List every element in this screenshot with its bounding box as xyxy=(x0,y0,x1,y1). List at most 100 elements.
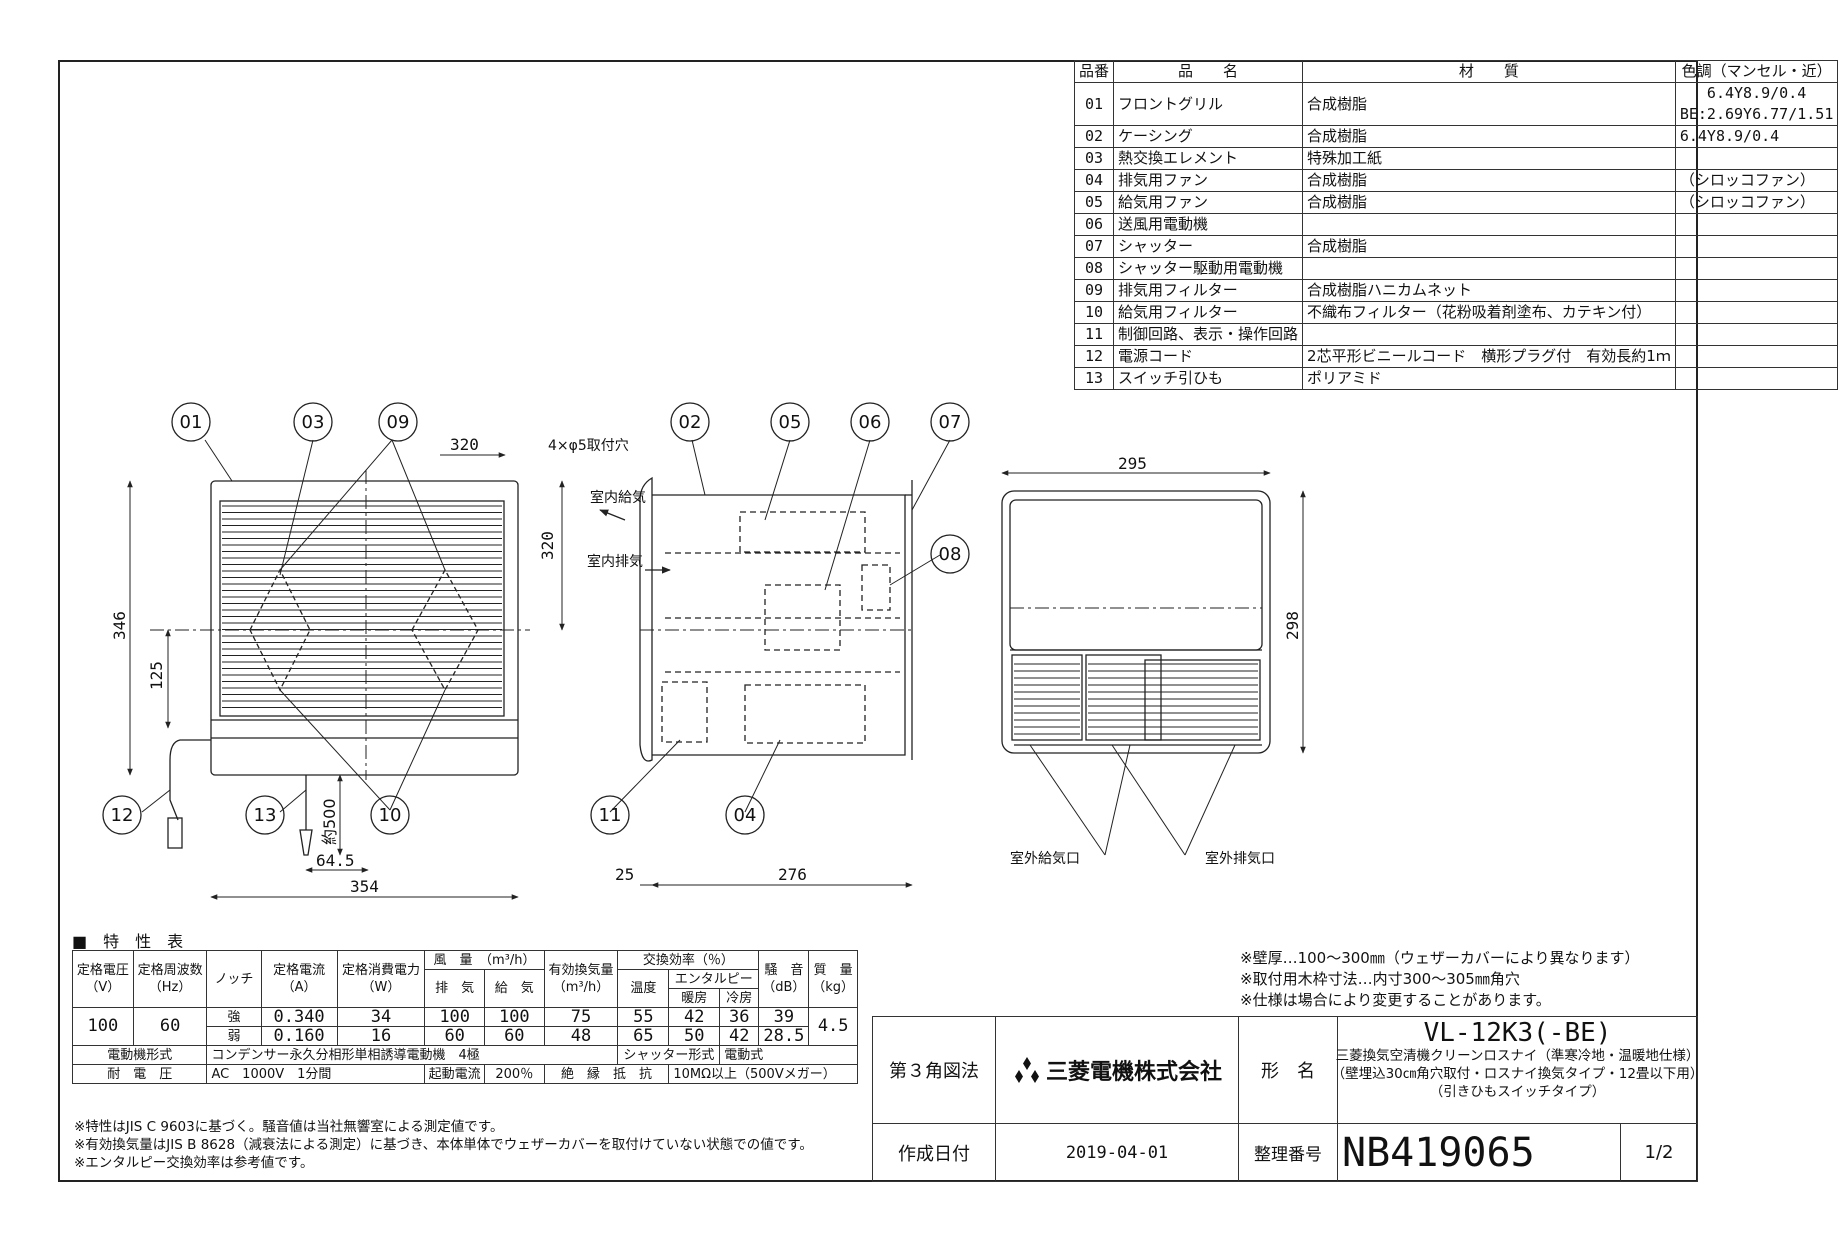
dim-320-side: 320 xyxy=(538,531,557,560)
callout-10-circle xyxy=(370,795,410,835)
dim-125: 125 xyxy=(147,661,166,690)
spec-notch-weak: 弱 xyxy=(206,1026,262,1046)
leader-13 xyxy=(279,789,307,813)
model-cell: VL-12K3(-BE) 三菱換気空清機クリーンロスナイ（準寒冷地・温暖地仕様）… xyxy=(1332,1016,1703,1124)
leader-outdoor-supply xyxy=(1029,744,1106,856)
part-material: 合成樹脂 xyxy=(1302,125,1676,148)
dim-25: 25 xyxy=(615,865,634,884)
callout-06-circle xyxy=(850,402,890,442)
spec-current-weak: 0.160 xyxy=(260,1026,338,1046)
front-grille xyxy=(219,500,505,717)
front-view-body xyxy=(210,480,519,776)
model-label: 形 名 xyxy=(1238,1016,1338,1124)
part-name: シャッター xyxy=(1113,235,1304,258)
callout-04-circle xyxy=(725,795,765,835)
spec-withstand-label: 耐 電 圧 xyxy=(71,1064,208,1084)
spec-cooling-strong: 36 xyxy=(719,1007,760,1027)
spec-h-mass-unit: （kg） xyxy=(812,980,855,995)
dim-346: 346 xyxy=(110,611,129,640)
spec-h-temp: 温度 xyxy=(617,969,670,1008)
spec-note-2: ※有効換気量はJIS B 8628（減衰法による測定）に基づき、本体単体でウェザ… xyxy=(74,1137,813,1153)
callout-01: 01 xyxy=(180,412,203,433)
part-name: スイッチ引ひも xyxy=(1113,367,1304,390)
spec-h-exhaust: 排 気 xyxy=(424,969,485,1008)
leader-12 xyxy=(141,789,171,813)
spec-note-1: ※特性はJIS C 9603に基づく。騒音値は当社無響室による測定値です。 xyxy=(74,1119,504,1135)
part-material: 合成樹脂 xyxy=(1302,235,1676,258)
part-number: 09 xyxy=(1073,279,1115,302)
spec-voltage: 100 xyxy=(72,1007,134,1046)
dim-64.5: 64.5 xyxy=(316,851,355,870)
leader-08 xyxy=(889,554,941,586)
front-view xyxy=(150,470,530,856)
spec-h-supply: 給 気 xyxy=(484,969,545,1008)
install-note-3: ※仕様は場合により変更することがあります。 xyxy=(1240,991,1551,1009)
install-note-2: ※取付用木枠寸法…内寸300～305㎜角穴 xyxy=(1240,970,1520,988)
spec-h-mass: 質 量（kg） xyxy=(808,950,858,1008)
spec-h-power: 定格消費電力（W） xyxy=(336,950,426,1008)
callout-circles xyxy=(102,402,970,835)
spec-h-noise: 騒 音（dB） xyxy=(758,950,810,1008)
spec-notch-strong: 強 xyxy=(206,1007,262,1027)
spec-power-strong: 34 xyxy=(336,1007,426,1027)
spec-h-effective-unit: （m³/h） xyxy=(552,980,610,995)
part-number: 12 xyxy=(1073,345,1115,368)
back-view-body xyxy=(1001,490,1271,754)
part-color-secondary: BE:2.69Y6.77/1.51 xyxy=(1679,105,1834,123)
part-name: 熱交換エレメント xyxy=(1113,147,1304,170)
callout-12: 12 xyxy=(111,805,134,826)
spec-h-voltage: 定格電圧 （V） xyxy=(72,950,134,1008)
dim-320-top: 320 xyxy=(450,435,479,454)
spec-h-voltage-label: 定格電圧 xyxy=(76,963,129,978)
spec-h-voltage-unit: （V） xyxy=(85,980,121,995)
leader-outdoor-exhaust-b xyxy=(1184,744,1236,856)
part-number: 02 xyxy=(1073,125,1115,148)
mounting-holes-label: 4×φ5取付穴 xyxy=(548,438,629,454)
leader-outdoor-exhaust xyxy=(1111,744,1186,856)
side-view-casing xyxy=(652,494,906,756)
spec-table-title: ■ 特 性 表 xyxy=(72,932,184,951)
back-louvers xyxy=(1014,663,1258,735)
leader-03 xyxy=(279,439,314,576)
back-view xyxy=(1001,490,1271,754)
spec-shutter-value: 電動式 xyxy=(719,1045,858,1065)
title-block: 第３角図法 三菱電機株式会社 形 名 VL-12K3(-BE) 三菱換気空清機ク… xyxy=(872,1016,1703,1182)
callout-11-circle xyxy=(590,795,630,835)
dim-298: 298 xyxy=(1283,611,1302,640)
part-name: 給気用フィルター xyxy=(1113,301,1304,324)
install-note-1: ※壁厚…100～300㎜（ウェザーカバーにより異なります） xyxy=(1240,949,1640,967)
spec-h-current-label: 定格電流 xyxy=(273,963,326,978)
outdoor-exhaust-port-left xyxy=(1085,654,1162,741)
spec-heating-weak: 50 xyxy=(668,1026,721,1046)
dim-295: 295 xyxy=(1118,454,1147,473)
leader-09-b xyxy=(391,439,446,571)
side-view-front-grille xyxy=(639,476,653,762)
part-name: ケーシング xyxy=(1113,125,1304,148)
grille-louvers xyxy=(222,505,502,708)
document-number: NB419065 xyxy=(1337,1123,1621,1182)
part-name: 給気用ファン xyxy=(1113,191,1304,214)
part-name: 送風用電動機 xyxy=(1113,213,1304,236)
spec-power-weak: 16 xyxy=(336,1026,426,1046)
outdoor-supply-label: 室外給気口 xyxy=(1010,850,1080,867)
callout-13-circle xyxy=(245,795,285,835)
indoor-supply-label: 室内給気 xyxy=(590,489,646,506)
spec-h-freq: 定格周波数（Hz） xyxy=(132,950,208,1008)
part-number: 03 xyxy=(1073,147,1115,170)
spec-start-label: 起動電流 xyxy=(424,1064,485,1084)
number-label: 整理番号 xyxy=(1238,1123,1338,1182)
creation-date: 2019-04-01 xyxy=(995,1123,1239,1182)
power-cord xyxy=(169,739,211,821)
spec-h-notch: ノッチ xyxy=(206,950,262,1008)
company-name: 三菱電機株式会社 xyxy=(1045,1060,1222,1085)
callout-03-circle xyxy=(293,402,333,442)
callout-03: 03 xyxy=(302,412,325,433)
page-number: 1/2 xyxy=(1620,1123,1698,1182)
callout-05-circle xyxy=(770,402,810,442)
model-desc-2: （壁埋込30㎝角穴取付・ロスナイ換気タイプ・12畳以下用） xyxy=(1331,1066,1704,1082)
spec-h-current: 定格電流（A） xyxy=(260,950,338,1008)
leader-04 xyxy=(744,739,781,813)
installation-notes: ※壁厚…100～300㎜（ウェザーカバーにより異なります） ※取付用木枠寸法…内… xyxy=(1240,948,1640,1011)
